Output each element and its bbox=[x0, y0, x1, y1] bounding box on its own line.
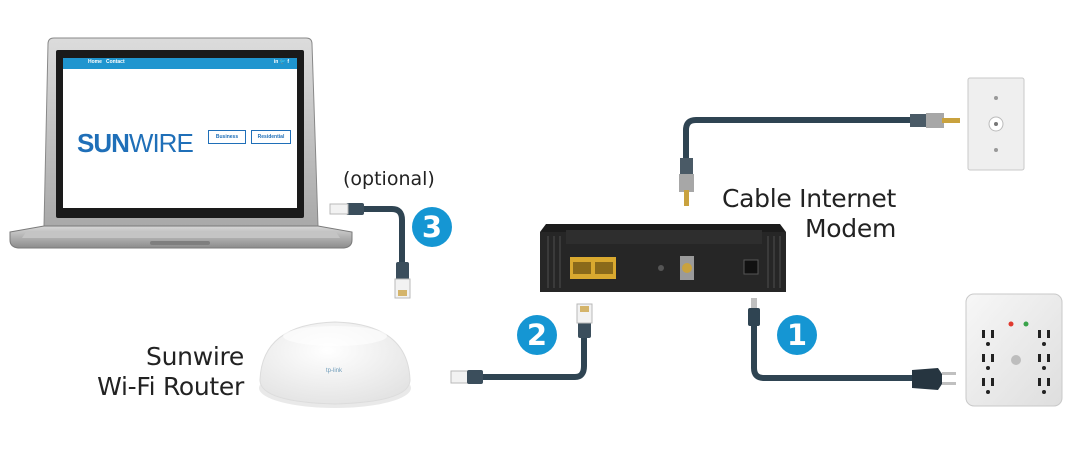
logo-sun-text: SUN bbox=[77, 128, 130, 158]
modem-label-line2: Modem bbox=[805, 214, 896, 243]
router-label-line2: Wi-Fi Router bbox=[97, 372, 244, 401]
step-1-badge: 1 bbox=[777, 315, 817, 355]
router-label-line1: Sunwire bbox=[146, 342, 244, 371]
logo-wire-text: WIRE bbox=[128, 128, 194, 158]
nav-item-home: Home bbox=[88, 59, 102, 65]
step-2-badge: 2 bbox=[517, 315, 557, 355]
wall-coax-outlet bbox=[967, 77, 1025, 171]
modem-label-line1: Cable Internet bbox=[722, 184, 896, 213]
step-3-badge: 3 bbox=[412, 207, 452, 247]
ethernet-cable-2 bbox=[450, 303, 593, 384]
sunwire-logo: SUNWIRE bbox=[77, 128, 194, 159]
modem-label: Cable Internet Modem bbox=[690, 184, 896, 244]
svg-text:tp-link: tp-link bbox=[326, 368, 343, 374]
ethernet-cable-3 bbox=[329, 203, 411, 299]
social-icons: in 🐦 f bbox=[273, 59, 289, 65]
nav-item-contact: Contact bbox=[106, 59, 125, 65]
laptop-screen: Home Contact in 🐦 f SUNWIRE Business Res… bbox=[63, 58, 297, 208]
website-header-bar bbox=[63, 58, 297, 69]
cable-modem bbox=[540, 224, 786, 292]
router-label: Sunwire Wi-Fi Router bbox=[60, 342, 244, 402]
power-cable bbox=[748, 298, 956, 390]
power-outlet-strip bbox=[965, 293, 1063, 407]
residential-button: Residential bbox=[251, 130, 291, 144]
business-button: Business bbox=[208, 130, 246, 144]
wifi-router: tp-link bbox=[259, 321, 411, 408]
optional-label: (optional) bbox=[343, 168, 435, 190]
coax-cable bbox=[679, 113, 960, 206]
